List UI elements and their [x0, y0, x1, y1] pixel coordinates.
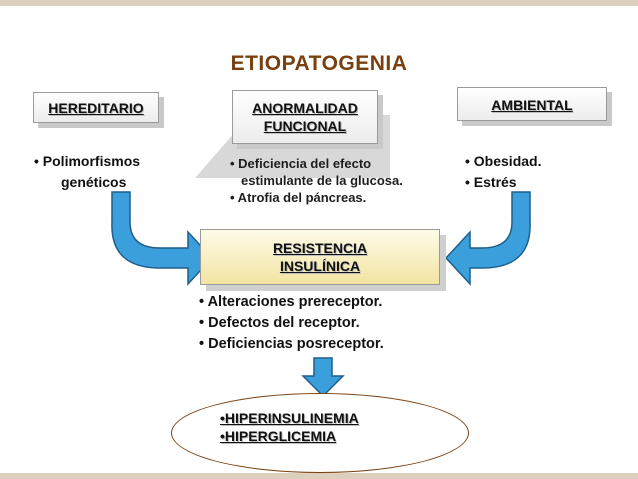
page-title: ETIOPATOGENIA	[230, 52, 408, 75]
list-item: •HIPERINSULINEMIA	[220, 410, 359, 426]
bottom-decoration	[0, 473, 638, 479]
anormalidad-box: ANORMALIDAD FUNCIONAL	[232, 90, 378, 144]
list-item: • Deficiencia del efecto	[230, 156, 372, 171]
anormalidad-label-line1: ANORMALIDAD	[252, 100, 358, 116]
outcome-ellipse	[171, 393, 469, 473]
list-item: • Obesidad.	[465, 153, 542, 169]
ambiental-list: • Obesidad. • Estrés	[465, 151, 541, 193]
ambiental-label: AMBIENTAL	[491, 97, 573, 113]
list-item: •HIPERGLICEMIA	[220, 428, 337, 444]
anormalidad-label-line2: FUNCIONAL	[263, 118, 347, 134]
list-item: • Estrés	[465, 174, 517, 190]
outcome-list: •HIPERINSULINEMIA •HIPERGLICEMIA	[220, 409, 359, 445]
left-curved-arrow-icon	[111, 191, 214, 286]
list-item: estimulante de la glucosa.	[241, 173, 403, 188]
list-item: • Deficiencias posreceptor.	[199, 336, 384, 352]
list-item: • Atrofia del páncreas.	[230, 190, 367, 205]
right-curved-arrow-icon	[444, 191, 531, 286]
hereditario-label: HEREDITARIO	[48, 99, 144, 116]
resistencia-label-line2: INSULÍNICA	[279, 258, 361, 274]
down-arrow-icon	[301, 357, 345, 398]
anormalidad-list: • Deficiencia del efecto estimulante de …	[230, 155, 403, 206]
list-item: • Alteraciones prereceptor.	[199, 294, 383, 310]
list-item: • Polimorfismos	[34, 153, 141, 169]
resistencia-list: • Alteraciones prereceptor. • Defectos d…	[199, 292, 384, 355]
hereditario-box: HEREDITARIO	[33, 92, 159, 123]
top-decoration	[0, 0, 638, 6]
resistencia-box: RESISTENCIA INSULÍNICA	[200, 229, 440, 285]
resistencia-label-line1: RESISTENCIA	[272, 240, 368, 256]
ambiental-box: AMBIENTAL	[457, 87, 607, 121]
list-item: genéticos	[61, 174, 127, 190]
hereditario-list: • Polimorfismos genéticos	[34, 151, 140, 193]
list-item: • Defectos del receptor.	[199, 315, 360, 331]
